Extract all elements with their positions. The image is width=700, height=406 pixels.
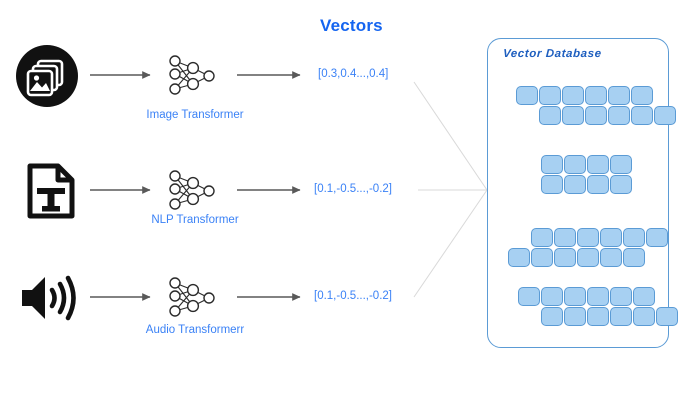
vector-block xyxy=(610,175,632,194)
vector-text-image: [0.3,0.4...,0.4] xyxy=(318,68,389,80)
block-cluster-3 xyxy=(508,228,668,267)
vector-block xyxy=(539,86,561,105)
vector-block xyxy=(541,287,563,306)
block-row xyxy=(518,287,678,306)
vector-block xyxy=(587,175,609,194)
block-row xyxy=(541,175,632,194)
vector-block xyxy=(562,106,584,125)
vector-block xyxy=(564,155,586,174)
neural-network-icon xyxy=(160,272,222,329)
neural-network-icon xyxy=(160,50,222,107)
vector-block xyxy=(631,86,653,105)
vector-block xyxy=(564,307,586,326)
vector-block xyxy=(646,228,668,247)
vector-block xyxy=(656,307,678,326)
vector-block xyxy=(585,86,607,105)
link-line-image xyxy=(413,81,488,191)
block-row xyxy=(508,248,668,267)
vector-block xyxy=(516,86,538,105)
vector-block xyxy=(562,86,584,105)
transformer-label-nlp: NLP Transformer xyxy=(151,214,239,226)
vector-text-nlp: [0.1,-0.5...,-0.2] xyxy=(314,183,392,195)
vector-block xyxy=(564,175,586,194)
vector-block xyxy=(564,287,586,306)
vector-block xyxy=(587,307,609,326)
image-icon xyxy=(16,45,78,112)
vector-block xyxy=(623,248,645,267)
vector-block xyxy=(608,86,630,105)
vector-block xyxy=(633,287,655,306)
vector-block xyxy=(539,106,561,125)
transformer-label-audio: Audio Transformerr xyxy=(145,324,245,336)
vector-block xyxy=(587,155,609,174)
vector-block xyxy=(577,248,599,267)
block-cluster-2 xyxy=(541,155,632,194)
vector-block xyxy=(610,307,632,326)
vector-block xyxy=(600,248,622,267)
vector-text-audio: [0.1,-0.5...,-0.2] xyxy=(314,290,392,302)
vector-block xyxy=(631,106,653,125)
block-cluster-1 xyxy=(516,86,676,125)
block-row xyxy=(541,155,632,174)
vector-block xyxy=(610,155,632,174)
vector-block xyxy=(623,228,645,247)
vector-block xyxy=(654,106,676,125)
block-cluster-4 xyxy=(518,287,678,326)
vector-block xyxy=(541,175,563,194)
audio-speaker-icon xyxy=(16,267,78,334)
link-line-audio xyxy=(413,189,488,298)
vector-block xyxy=(633,307,655,326)
vector-block xyxy=(541,155,563,174)
page-title: Vectors xyxy=(320,16,383,35)
vector-database-label: Vector Database xyxy=(502,48,603,60)
vector-block xyxy=(610,287,632,306)
vector-block xyxy=(587,287,609,306)
vector-block xyxy=(554,228,576,247)
vector-block xyxy=(608,106,630,125)
vector-block xyxy=(600,228,622,247)
vector-block xyxy=(541,307,563,326)
vector-block xyxy=(577,228,599,247)
block-row xyxy=(531,228,668,247)
neural-network-icon xyxy=(160,165,222,222)
block-row xyxy=(539,106,676,125)
block-row xyxy=(516,86,676,105)
block-row xyxy=(541,307,678,326)
vector-block xyxy=(518,287,540,306)
vector-block xyxy=(531,228,553,247)
vector-block xyxy=(554,248,576,267)
vector-block xyxy=(508,248,530,267)
vector-block xyxy=(585,106,607,125)
text-document-icon xyxy=(20,160,82,227)
vector-block xyxy=(531,248,553,267)
transformer-label-image: Image Transformer xyxy=(146,109,244,121)
